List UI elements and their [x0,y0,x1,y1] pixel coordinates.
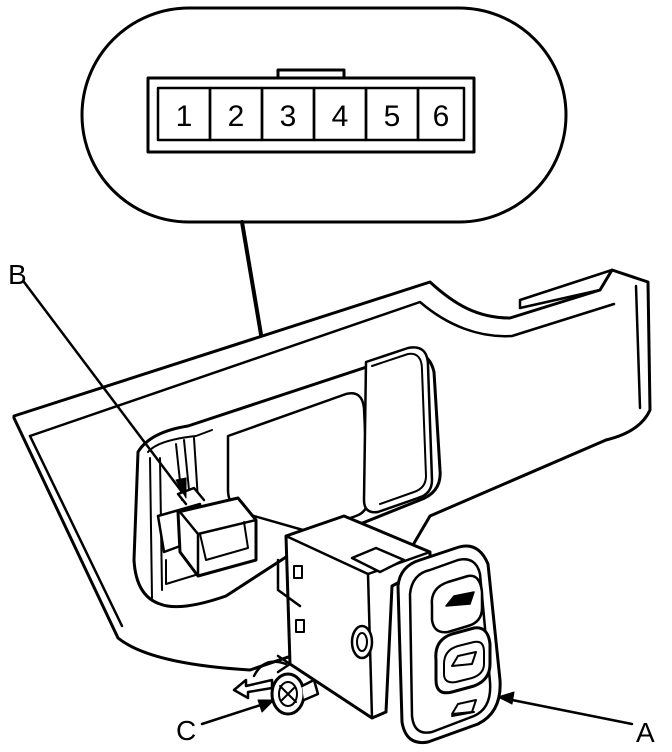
leader-a [500,696,634,726]
power-window-switch-a [276,514,502,745]
connector-latch [276,68,346,80]
pin-number-3: 3 [280,100,297,133]
trim-panel-inner-edge [28,300,616,438]
pin-number-4: 4 [332,100,349,133]
window-up-icon [445,591,475,607]
pin-cavities [156,86,466,142]
connector-b-body [176,496,258,578]
window-mid-icon [451,651,477,667]
pin-number-1: 1 [176,100,193,133]
leader-b [22,280,184,494]
recess-opening-right [362,346,434,514]
switch-housing [284,514,432,720]
harness-connector-b [176,486,258,578]
callout-a: A [636,717,655,748]
callout-b: B [8,259,27,290]
pin-number-6: 6 [433,100,450,133]
pin-cavity-6 [416,86,466,142]
connector-detail-bubble: 1 2 3 4 5 6 [80,6,568,224]
pin-number-2: 2 [228,100,245,133]
screw-c [232,654,320,716]
pin-number-5: 5 [384,100,401,133]
callout-c: C [176,715,196,746]
leader-c [200,700,272,726]
rotation-arrow [252,660,288,678]
callout-leaders [22,280,634,726]
screw-hole [350,624,374,660]
removal-arrow [232,678,274,700]
